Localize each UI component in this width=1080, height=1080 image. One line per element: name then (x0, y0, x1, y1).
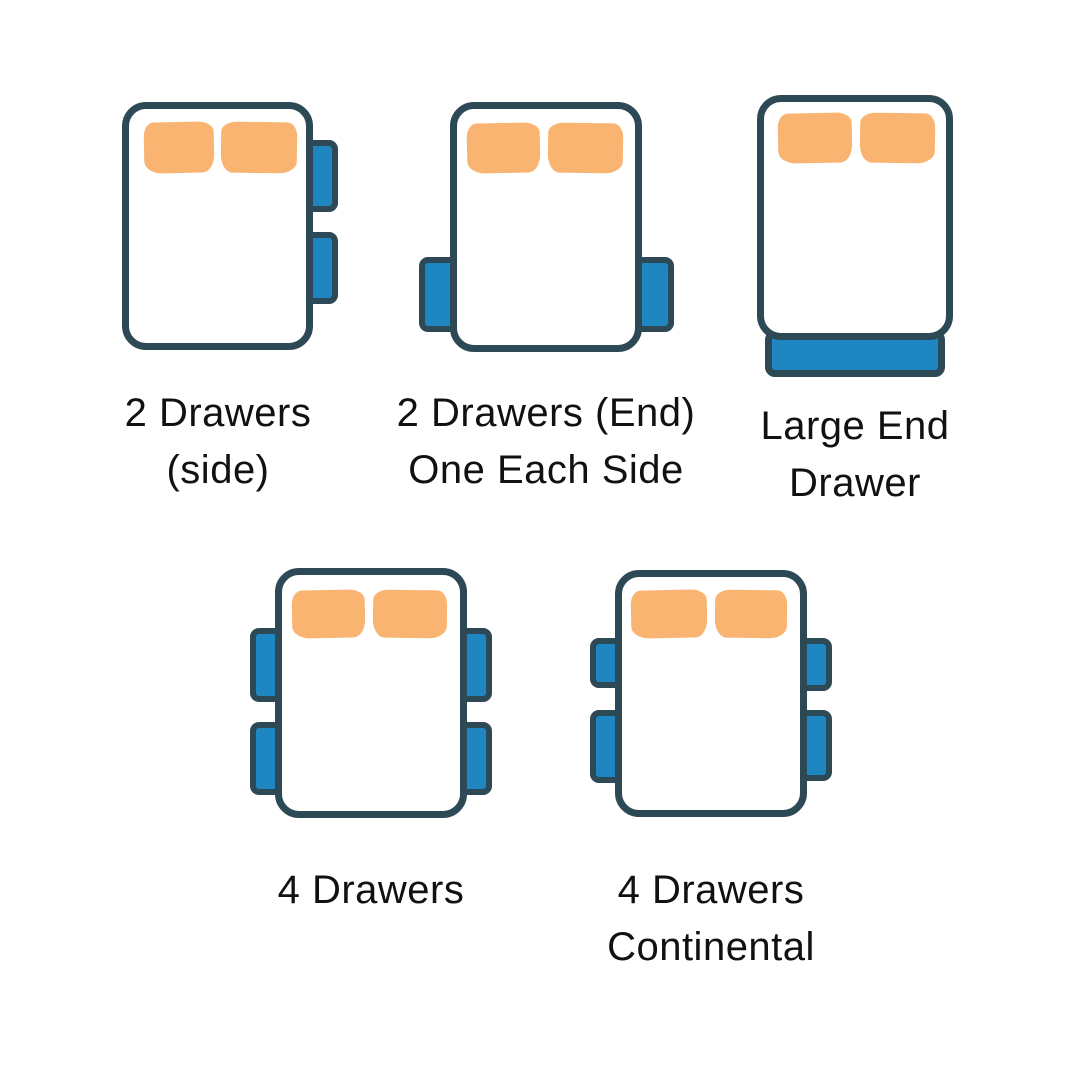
pillow-right-icon (372, 589, 448, 639)
label-line: 2 Drawers (124, 391, 312, 435)
pillow-left-icon (630, 589, 708, 639)
pillow-left-icon (291, 589, 366, 639)
pillow-left-icon (777, 112, 853, 164)
pillow-left-icon (466, 122, 541, 174)
figure-label: Large End Drawer (695, 398, 1015, 512)
pillow-right-icon (859, 112, 936, 164)
pillow-right-icon (714, 589, 788, 639)
label-line: 2 Drawers (End) (396, 391, 696, 435)
bed-outline (275, 568, 467, 818)
figure-label: 2 Drawers (End) One Each Side (356, 385, 736, 499)
label-line: Large End (760, 404, 950, 448)
pillow-right-icon (547, 122, 624, 174)
label-line: One Each Side (408, 448, 684, 492)
label-line: Drawer (789, 461, 921, 505)
label-line: (side) (166, 448, 270, 492)
label-line: 4 Drawers (617, 868, 805, 912)
figure-label: 2 Drawers (side) (58, 385, 378, 499)
bed-outline (757, 95, 953, 340)
label-line: Continental (607, 925, 815, 969)
pillow-right-icon (220, 121, 298, 174)
bed-outline (450, 102, 642, 352)
pillow-left-icon (143, 121, 215, 174)
label-line: 4 Drawers (277, 868, 465, 912)
bed-outline (122, 102, 313, 350)
bed-outline (615, 570, 807, 817)
figure-label: 4 Drawers Continental (531, 862, 891, 976)
figure-label: 4 Drawers (211, 862, 531, 919)
